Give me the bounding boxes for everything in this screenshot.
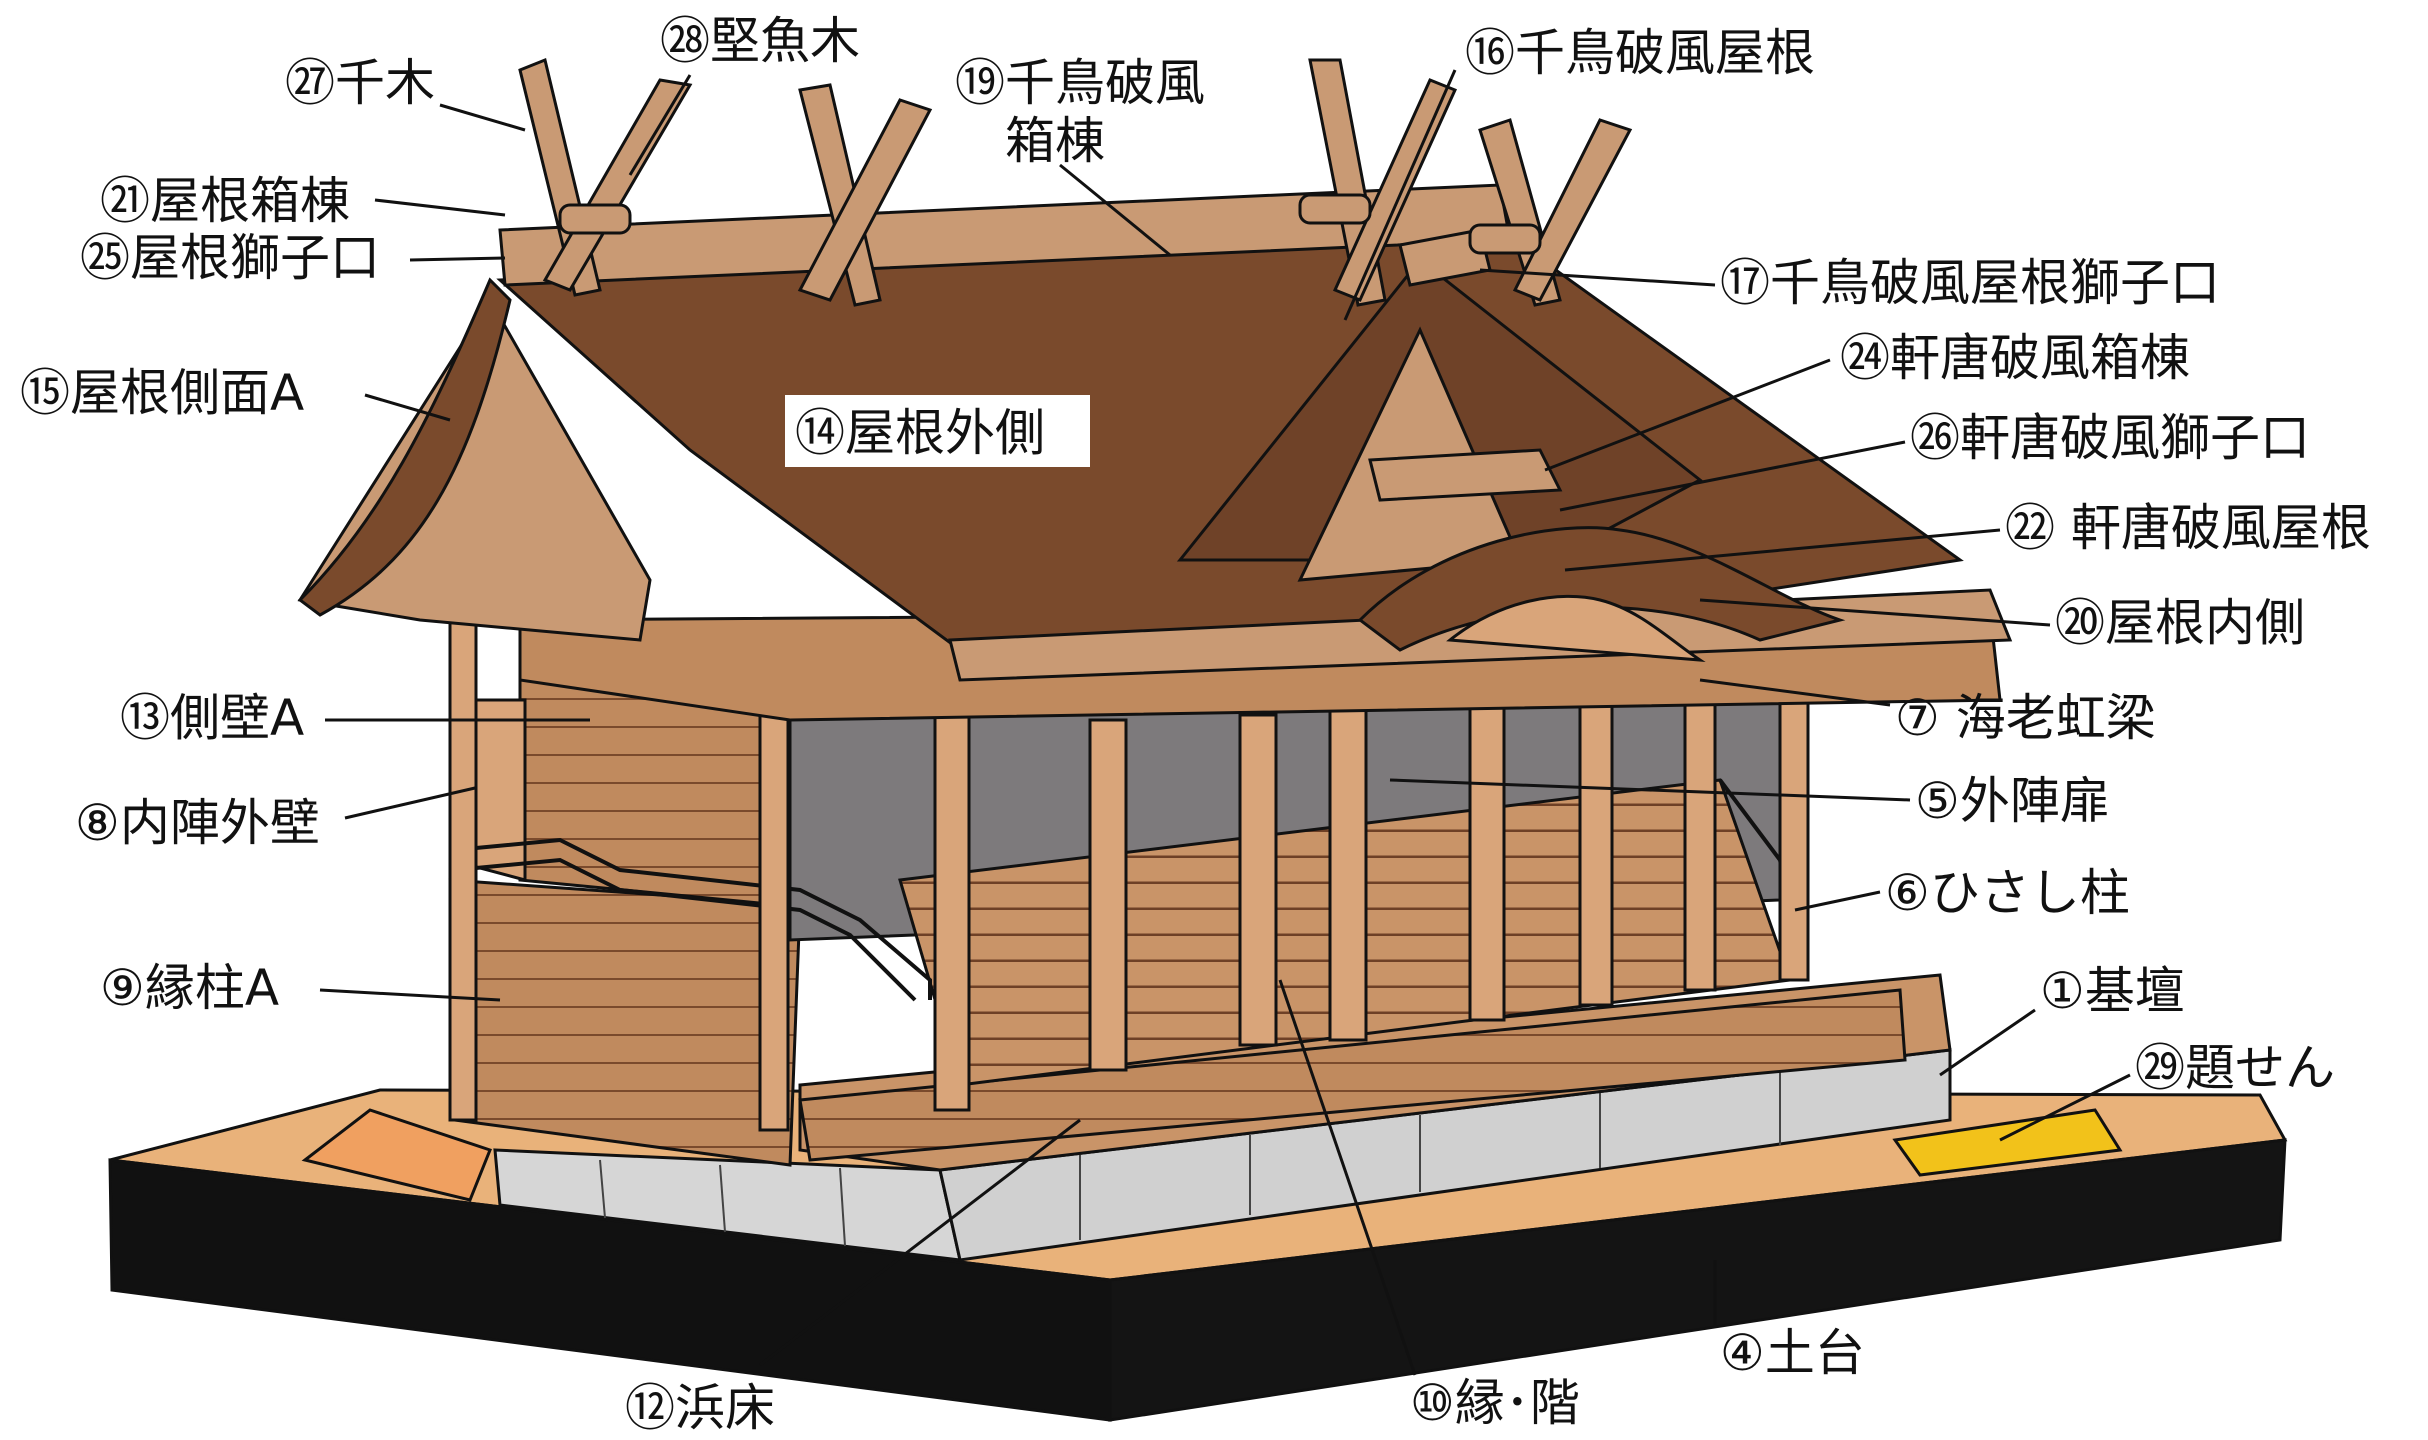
label-enbashira: ⑨縁柱A — [100, 959, 279, 1017]
label-hamayuka: ⑫浜床 — [625, 1379, 775, 1437]
chidori-hafu — [1176, 228, 1703, 582]
label-chidori-hakomune-2: 箱棟 — [1005, 112, 1105, 170]
step-tag — [301, 1108, 492, 1202]
label-sokuheki: ⑬側壁A — [120, 689, 304, 747]
pillar — [1468, 698, 1506, 1022]
label-chidori-hakomune: ⑲千鳥破風 — [955, 54, 1205, 112]
roof-side-edge — [297, 277, 512, 617]
label-senboku: ㉗千木 — [285, 54, 435, 112]
labels: ㉗千木 ㉘堅魚木 ⑲千鳥破風 箱棟 ⑯千鳥破風屋根 ㉑屋根箱棟 ㉕屋根獅子口 ⑰… — [20, 12, 2371, 1437]
side-wall-lower — [448, 878, 802, 1167]
karahafu-ridge — [1368, 448, 1563, 502]
label-katsuogi: ㉘堅魚木 — [660, 12, 860, 70]
label-nokikara-shishiguchi: ㉖軒唐破風獅子口 — [1910, 409, 2310, 467]
label-dodai: ④土台 — [1720, 1324, 1865, 1382]
pillar — [758, 688, 790, 1132]
label-nokikara-hakomune: ㉔軒唐破風箱棟 — [1840, 329, 2190, 387]
katsuogi — [558, 193, 1542, 255]
leader-lines — [319, 69, 2131, 1376]
hamayuka-front — [798, 988, 1907, 1162]
label-ebikoryo: ⑦ 海老虹梁 — [1895, 689, 2156, 747]
label-yane-hakomune: ㉑屋根箱棟 — [100, 172, 350, 230]
label-yane-sotogawa: ⑭屋根外側 — [795, 404, 1045, 462]
kara-hafu — [1357, 448, 1846, 662]
pillar — [1778, 688, 1810, 982]
label-yane-uchigawa: ⑳屋根内側 — [2055, 594, 2305, 652]
pillar — [448, 598, 478, 1122]
pillar — [1088, 718, 1128, 1072]
label-kidan: ①基壇 — [2040, 962, 2185, 1020]
pillar — [1238, 713, 1278, 1047]
pillars — [448, 598, 1810, 1132]
label-chidori-shishiguchi: ⑰千鳥破風屋根獅子口 — [1720, 254, 2220, 312]
pillar — [1578, 693, 1614, 1007]
label-box-yane-sotogawa — [785, 395, 1090, 467]
label-hisashi: ⑥ひさし柱 — [1885, 864, 2130, 922]
base-front-right — [1108, 1138, 2287, 1422]
label-daisen: ㉙題せん — [2135, 1039, 2335, 1097]
chidori-gable — [1297, 326, 1523, 582]
label-nokikara-yane: ㉒ 軒唐破風屋根 — [2005, 499, 2371, 557]
stone-foundation — [493, 1048, 1952, 1262]
karahafu-gable — [1446, 594, 1706, 662]
pillar — [933, 708, 971, 1112]
label-yane-shishiguchi: ㉕屋根獅子口 — [80, 229, 380, 287]
label-naijin: ⑧内陣外壁 — [75, 794, 320, 852]
label-yane-sokumen: ⑮屋根側面A — [20, 364, 304, 422]
label-gejin: ⑤外陣扉 — [1915, 772, 2110, 830]
label-en-kai: ⑩縁･階 — [1410, 1374, 1580, 1432]
label-chidori-yane: ⑯千鳥破風屋根 — [1465, 24, 1815, 82]
pillar — [1328, 708, 1368, 1042]
title-plaque — [1892, 1108, 2123, 1177]
pillar — [1683, 688, 1717, 992]
